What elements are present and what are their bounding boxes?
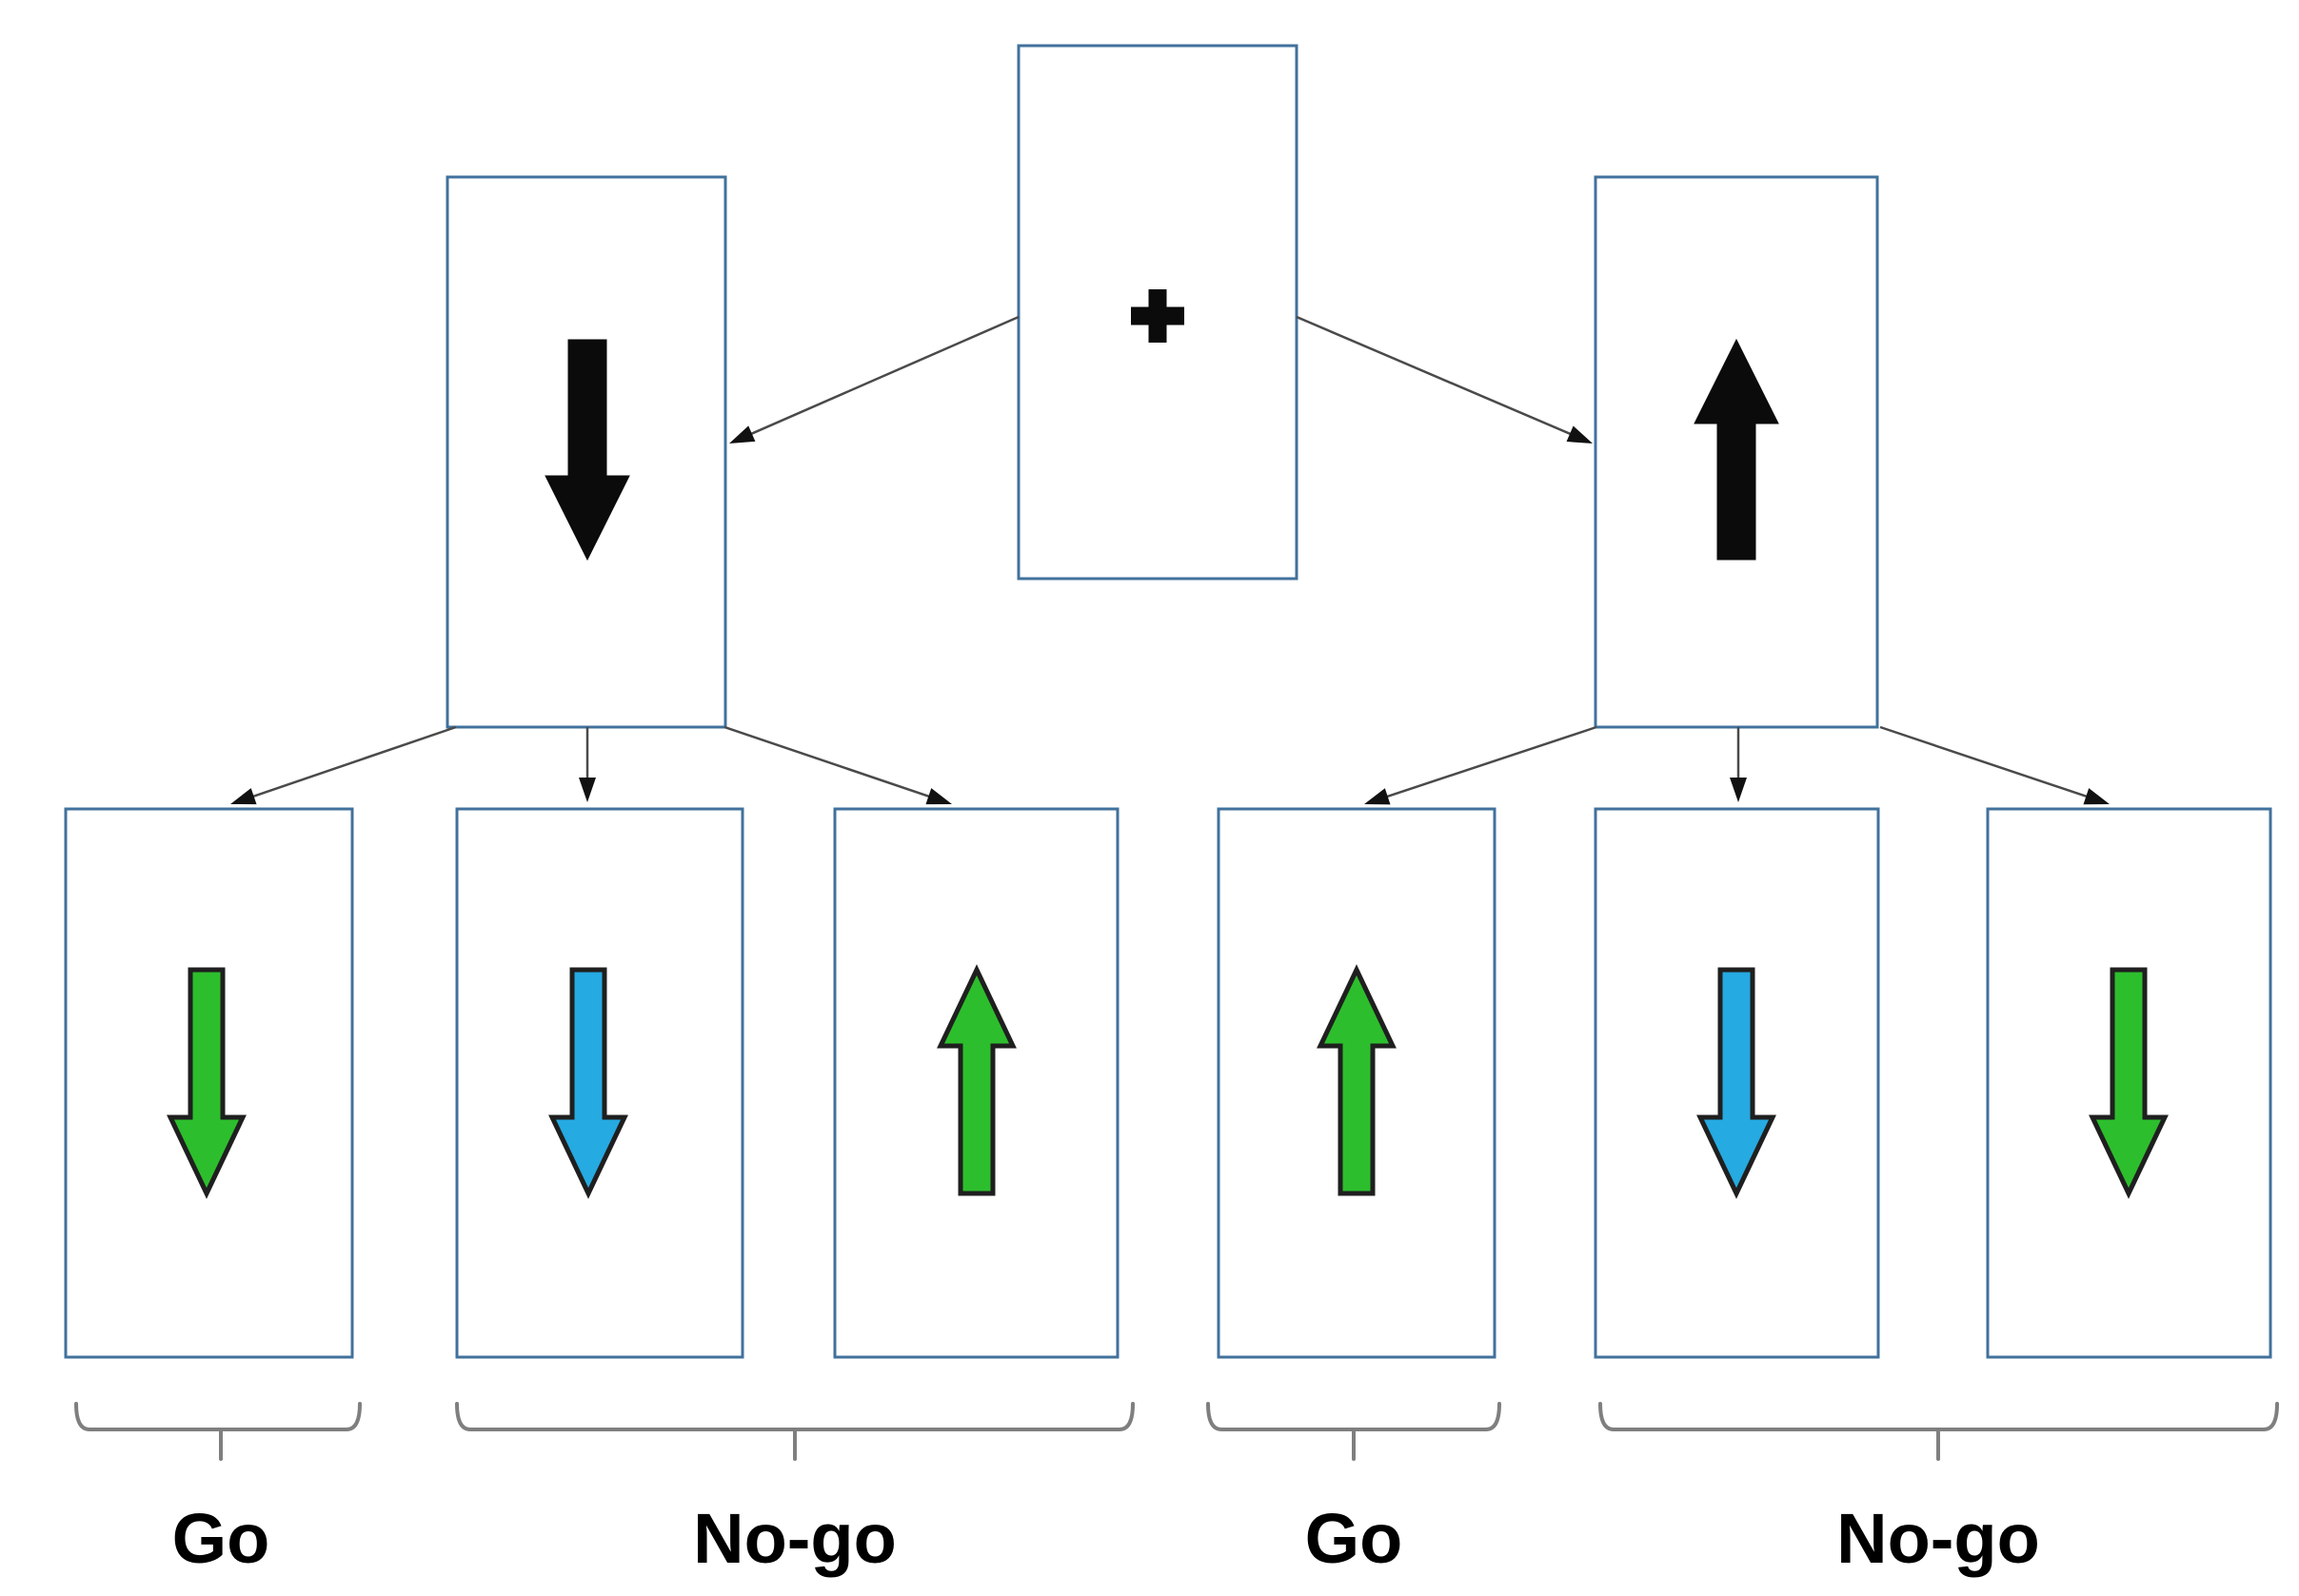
condition-label-go: Go <box>1305 1499 1403 1578</box>
stimulus-arrow-blue-down-icon <box>1696 967 1776 1199</box>
stimulus-arrow-green-down-icon <box>2089 967 2169 1199</box>
stimulus-arrow-green-down-icon <box>167 967 247 1199</box>
stimulus-arrow-blue-down-icon <box>548 967 628 1199</box>
condition-label-nogo: No-go <box>693 1499 897 1578</box>
condition-label-nogo: No-go <box>1836 1499 2040 1578</box>
connector-arrowhead-icon <box>1566 425 1593 443</box>
connector-arrowhead-icon <box>729 425 756 443</box>
connector-arrowhead-icon <box>579 778 596 802</box>
connector-arrowhead-icon <box>925 788 952 805</box>
connector-arrowhead-icon <box>1364 788 1391 805</box>
connector-line-cue-down-box-to-target-left-go-green-down <box>249 725 457 799</box>
stimulus-arrow-black-up-icon <box>1694 338 1779 561</box>
connector-arrowhead-icon <box>2083 788 2110 805</box>
connector-line-fixation-box-to-cue-down-box <box>747 315 1020 437</box>
connector-line-fixation-box-to-cue-up-box <box>1296 315 1575 437</box>
stimulus-arrow-green-up-icon <box>1317 964 1397 1196</box>
connector-line-cue-up-box-to-target-right-nogo-green-down <box>1879 725 2091 799</box>
grouping-brace <box>74 1402 362 1431</box>
fixation-cross-icon <box>1131 306 1184 325</box>
condition-label-go: Go <box>172 1499 270 1578</box>
connector-arrowhead-icon <box>1730 778 1747 802</box>
connector-line-cue-down-box-to-target-left-nogo-green-up <box>723 725 933 799</box>
stimulus-arrow-green-up-icon <box>937 964 1017 1196</box>
stimulus-arrow-black-down-icon <box>545 339 630 562</box>
connector-arrowhead-icon <box>230 788 257 805</box>
connector-line-cue-up-box-to-target-right-go-green-up <box>1383 725 1597 799</box>
